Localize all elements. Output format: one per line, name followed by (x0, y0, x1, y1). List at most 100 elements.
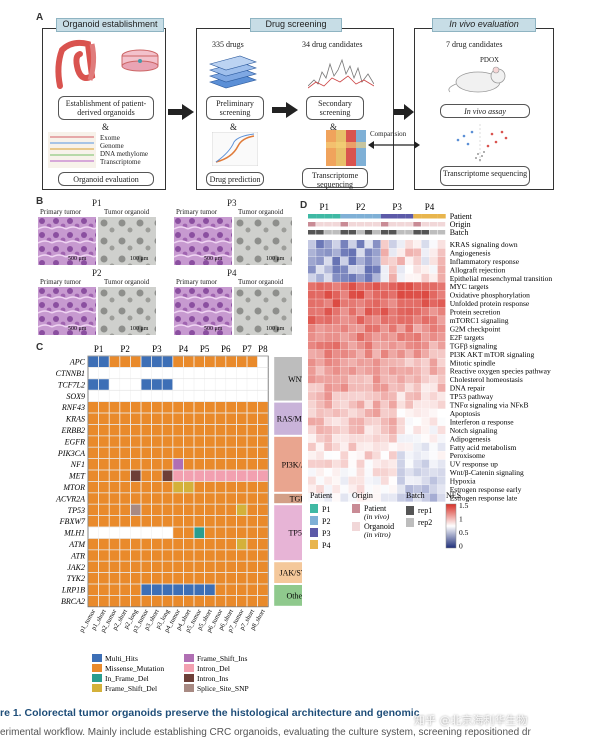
heatmap-cell (397, 358, 405, 367)
pathway-row-label: Epithelial mesenchymal transition (450, 274, 553, 283)
heatmap-cell (332, 434, 341, 443)
heatmap-cell (348, 392, 357, 401)
heatmap-cell (429, 358, 438, 367)
heatmap-cell (308, 240, 316, 249)
mutation-cell (173, 584, 183, 595)
heatmap-cell (437, 476, 446, 485)
heatmap-cell (437, 425, 446, 435)
mutation-cell (183, 595, 194, 607)
legend-patient-label: P1 (322, 505, 330, 514)
heatmap-cell (356, 273, 365, 282)
heatmap-cell (429, 442, 438, 451)
heatmap-cell (308, 307, 316, 316)
heatmap-cell (437, 240, 446, 249)
b-p2-organoid: Tumor organoid (104, 278, 150, 286)
track-patient-cell (397, 214, 406, 219)
track-patient-cell (372, 214, 381, 219)
heatmap-cell (348, 417, 357, 426)
mutation-cell (258, 516, 268, 527)
mutation-cell (236, 527, 247, 538)
mutation-cell (162, 538, 173, 550)
mutation-cell (194, 584, 205, 595)
heatmap-cell (413, 324, 422, 333)
heatmap-cell (308, 349, 316, 358)
heatmap-cell (413, 400, 422, 409)
mutation-cell (236, 481, 247, 493)
heatmap-cell (413, 451, 422, 460)
pathway-label: Others (287, 591, 302, 600)
mutation-cell (120, 584, 130, 595)
heatmap-cell (429, 476, 438, 485)
gene-label-mtor: MTOR (62, 483, 85, 492)
heatmap-cell (437, 493, 446, 502)
mutation-cell (99, 550, 109, 561)
gene-label-rnf43: RNF43 (61, 403, 85, 412)
heatmap-cell (324, 476, 332, 485)
mutation-cell (226, 356, 236, 367)
heatmap-cell (364, 409, 373, 418)
heatmap-cell (324, 425, 332, 435)
mutation-cell (258, 413, 268, 424)
mutation-cell (194, 595, 205, 607)
mutation-cell (258, 561, 268, 573)
pathway-row-label: Wnt/β-Catenin signaling (450, 468, 524, 477)
heatmap-cell (324, 366, 332, 375)
mutation-cell (258, 527, 268, 538)
heatmap-cell (364, 240, 373, 249)
heatmap-cell (405, 476, 413, 485)
heatmap-cell (405, 425, 413, 435)
mutation-cell (258, 550, 268, 561)
track-origin-cell (356, 222, 365, 227)
heatmap-cell (364, 324, 373, 333)
heatmap-cell (364, 282, 373, 291)
mutation-cell (109, 493, 120, 504)
heatmap-cell (413, 265, 422, 274)
heatmap-cell (413, 316, 422, 325)
heatmap-cell (437, 383, 446, 392)
mutation-cell (152, 493, 162, 504)
heatmap-cell (437, 417, 446, 426)
heatmap-cell (421, 375, 430, 384)
heatmap-cell (413, 485, 422, 494)
heatmap-cell (405, 358, 413, 367)
heatmap-cell (405, 417, 413, 426)
heatmap-cell (372, 468, 381, 477)
pathway-bar-jak-stat (274, 562, 302, 583)
mutation-cell (258, 493, 268, 504)
pathway-bar-tgf (274, 493, 302, 504)
b-p4-scale-100: 100 μm (266, 326, 285, 332)
track-origin-cell (429, 222, 438, 227)
heatmap-cell (324, 468, 332, 477)
legend-patient-label: P3 (322, 529, 330, 538)
track-origin-cell (413, 222, 421, 227)
heatmap-cell (308, 451, 316, 460)
heatmap-cell (380, 400, 389, 409)
gene-label-lrp1b: LRP1B (61, 586, 85, 595)
heatmap-cell (332, 324, 341, 333)
b-p3-organoid-image (234, 217, 292, 265)
heatmap-cell (316, 476, 324, 485)
track-origin-cell (316, 222, 324, 227)
heatmap-cell (340, 442, 349, 451)
heatmap-cell (421, 349, 430, 358)
legend-batch-label: rep2 (418, 518, 432, 527)
heatmap-cell (389, 459, 397, 468)
heatmap-cell (389, 425, 397, 435)
heatmap-cell (340, 425, 349, 435)
mutation-cell (88, 573, 99, 584)
heatmap-cell (413, 383, 422, 392)
mutation-cell (88, 424, 99, 436)
heatmap-cell (348, 383, 357, 392)
mutation-cell (194, 561, 205, 573)
mutation-cell (173, 561, 183, 573)
gene-label-acvr2a: ACVR2A (55, 494, 85, 503)
heatmap-cell (324, 240, 332, 249)
mutation-cell (130, 447, 141, 459)
heatmap-cell (380, 265, 389, 274)
mutation-cell (99, 436, 109, 447)
heatmap-cell (429, 425, 438, 435)
heatmap-cell (380, 366, 389, 375)
mutation-cell (88, 459, 99, 470)
establishment-step-box: Establishment of patient-derived organoi… (58, 96, 154, 120)
heatmap-cell (356, 332, 365, 342)
